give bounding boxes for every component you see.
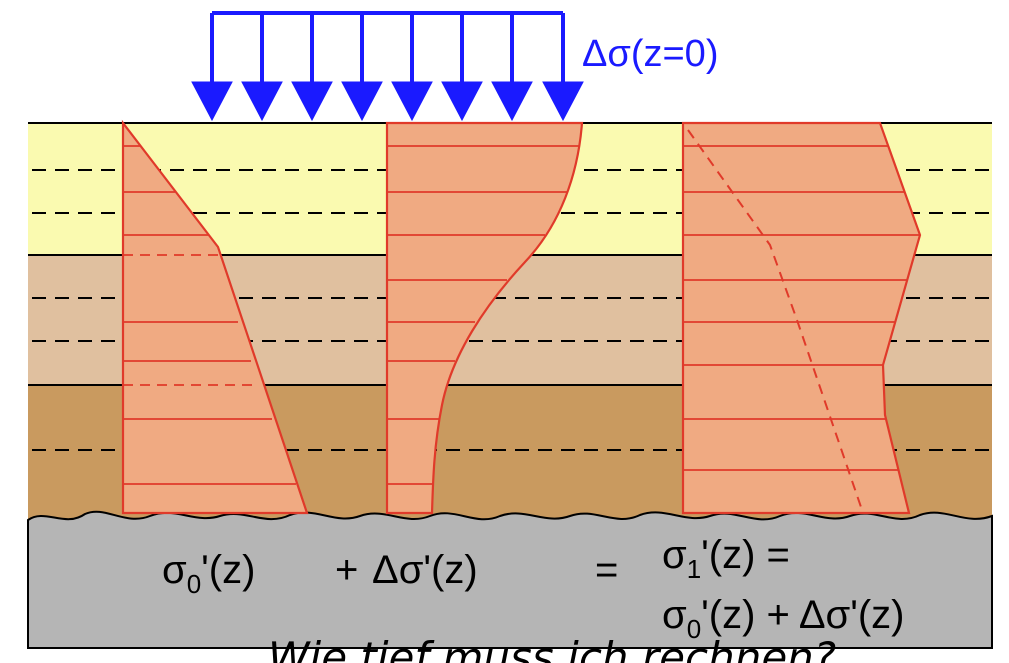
load-arrow-icon [542, 81, 584, 122]
handwritten-note: Wie tief muss ich rechnen? [268, 633, 836, 663]
formula-plus: + [335, 548, 358, 592]
formula-sigma0: σ0'(z) [162, 548, 255, 599]
load-arrow-icon [391, 81, 433, 122]
load-arrow-icon [341, 81, 383, 122]
load-label: Δσ(z=0) [582, 33, 718, 75]
profile-initial-stress [121, 119, 309, 515]
load-arrows [191, 13, 584, 122]
profile-final-stress [681, 121, 922, 515]
profile-stress-increment [385, 121, 584, 515]
load-arrow-icon [441, 81, 483, 122]
formula-equals: = [595, 548, 618, 592]
surface-load [191, 11, 584, 122]
formula-sigma1: σ1'(z) = [662, 533, 790, 584]
formula-sum: σ0'(z) + Δσ'(z) [662, 593, 905, 644]
initial-stress-reference-line [687, 129, 863, 511]
load-arrow-icon [491, 81, 533, 122]
load-arrow-icon [291, 81, 333, 122]
load-arrow-icon [191, 81, 233, 122]
load-arrow-icon [241, 81, 283, 122]
formula-delta-sigma: Δσ'(z) [372, 548, 478, 592]
layer-bedrock [27, 510, 993, 649]
